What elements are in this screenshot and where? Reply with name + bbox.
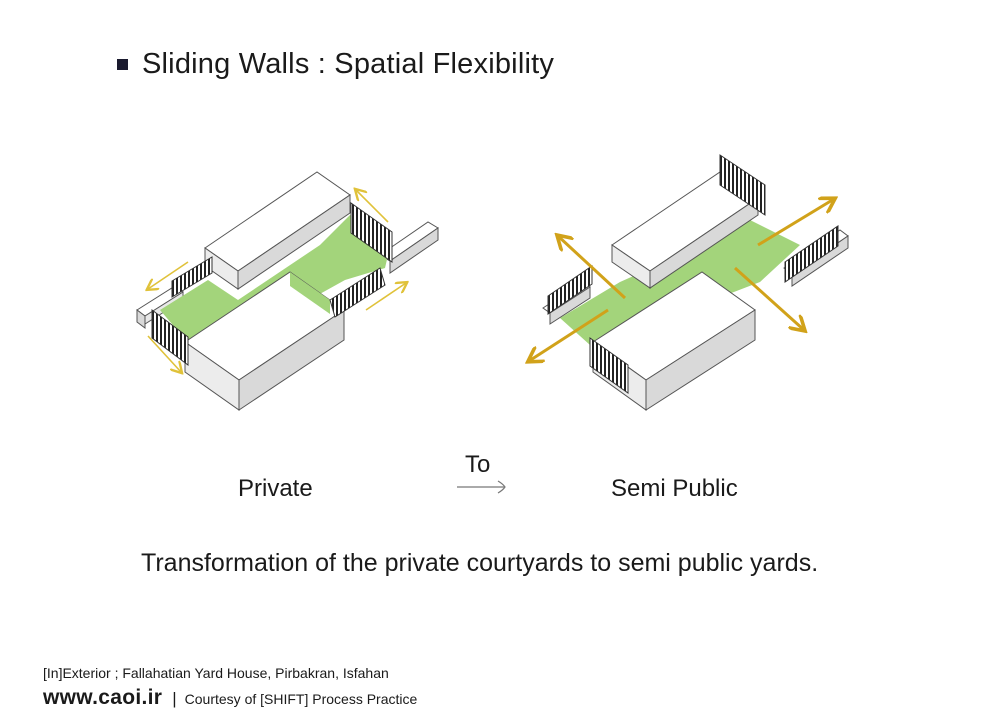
screen-east — [329, 267, 386, 318]
arrow-icon — [365, 283, 406, 311]
footer-separator: | — [172, 689, 177, 708]
screen-north-open — [719, 154, 766, 216]
courtesy-text: Courtesy of [SHIFT] Process Practice — [184, 691, 418, 707]
arrow-icon — [529, 308, 609, 361]
screen-west — [171, 256, 213, 298]
to-arrow-icon — [457, 480, 506, 494]
private-courtyard — [160, 215, 392, 345]
label-to: To — [465, 451, 491, 478]
screen-east-open — [784, 225, 839, 283]
bullet-icon — [117, 59, 128, 70]
arrow-icon — [356, 190, 389, 223]
arrow-icon — [147, 335, 181, 372]
semi-public-courtyard — [560, 215, 800, 345]
page-title: Sliding Walls : Spatial Flexibility — [142, 48, 555, 80]
back-block — [204, 171, 351, 290]
title-row: Sliding Walls : Spatial Flexibility — [117, 48, 554, 81]
site-link[interactable]: www.caoi.ir — [43, 686, 163, 709]
arrow-icon — [757, 199, 834, 247]
footer-credit: www.caoi.ir | Courtesy of [SHIFT] Proces… — [43, 686, 417, 710]
arrow-icon — [733, 266, 804, 330]
screen-west-open — [547, 265, 593, 315]
screen-northeast — [350, 202, 393, 263]
label-private: Private — [238, 475, 313, 502]
private-diagram — [136, 171, 439, 411]
screen-south-open — [589, 337, 629, 394]
semi-public-diagram — [529, 154, 849, 411]
back-block-open — [611, 171, 759, 289]
arrow-icon — [558, 236, 627, 300]
screen-southwest — [151, 309, 189, 366]
label-semi-public: Semi Public — [611, 475, 738, 502]
footer-project-line: [In]Exterior ; Fallahatian Yard House, P… — [43, 665, 389, 681]
front-block — [184, 271, 345, 411]
caption: Transformation of the private courtyards… — [141, 549, 819, 577]
arrow-icon — [148, 261, 189, 289]
